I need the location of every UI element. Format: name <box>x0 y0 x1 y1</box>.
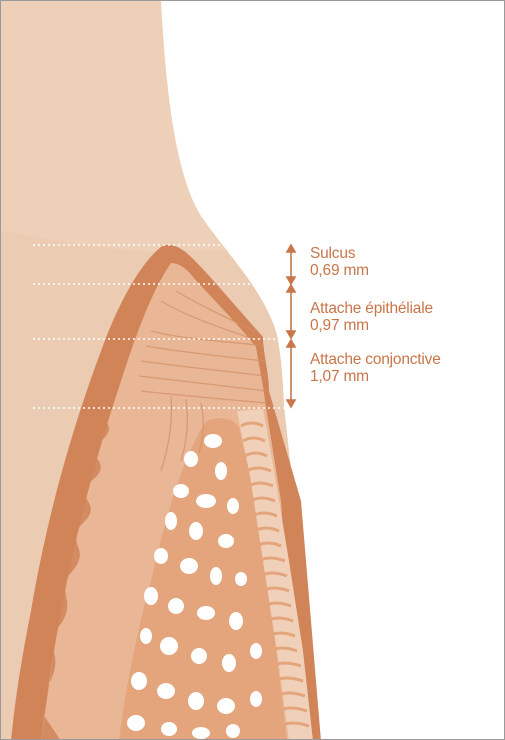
label-connective-title: Attache conjonctive <box>310 351 441 368</box>
label-sulcus: Sulcus 0,69 mm <box>310 245 369 279</box>
label-sulcus-title: Sulcus <box>310 245 369 262</box>
label-epithelial-attachment: Attache épithéliale 0,97 mm <box>310 300 433 334</box>
label-connective-value: 1,07 mm <box>310 368 441 385</box>
measurement-arrows <box>287 245 295 407</box>
label-epithelial-value: 0,97 mm <box>310 317 433 334</box>
label-connective-attachment: Attache conjonctive 1,07 mm <box>310 351 441 385</box>
label-sulcus-value: 0,69 mm <box>310 262 369 279</box>
label-epithelial-title: Attache épithéliale <box>310 300 433 317</box>
tooth-crown <box>1 1 229 251</box>
